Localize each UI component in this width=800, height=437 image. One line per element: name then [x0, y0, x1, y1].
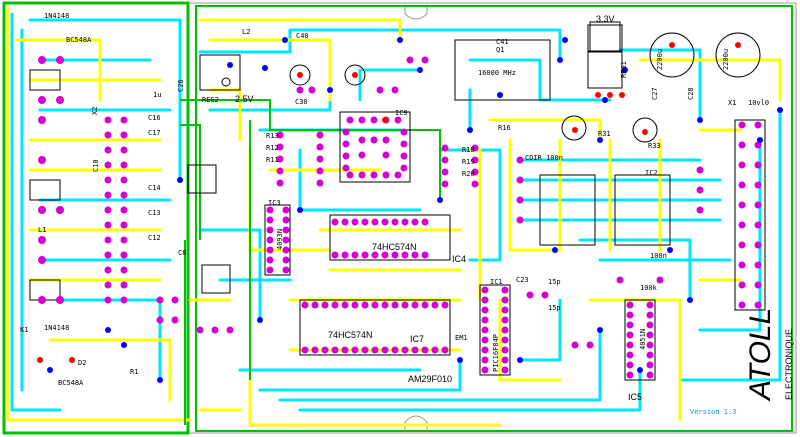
label-74hc574-b: 74HC574N [328, 330, 373, 340]
label-ic5: IC5 [628, 392, 642, 402]
label-10vl0: 10vl0 [748, 99, 769, 107]
label-ic2: IC2 [645, 169, 658, 177]
label-x2: X2 [91, 107, 99, 115]
label-r20: R20 [462, 170, 475, 178]
label-c41: C41 [496, 38, 509, 46]
label-l2: L2 [242, 28, 250, 36]
label-15p-a: 15p [548, 278, 561, 286]
label-c40: C40 [296, 32, 309, 40]
label-r1: R1 [130, 368, 138, 376]
pads-magenta [38, 56, 762, 379]
label-am29f010: AM29F010 [408, 374, 452, 384]
label-c28: C28 [687, 87, 695, 100]
label-em1: EM1 [455, 334, 468, 342]
label-xtal: 16000 MHz [478, 69, 516, 77]
label-k1: K1 [20, 326, 28, 334]
label-ic3: IC3 [268, 199, 281, 207]
label-4051n: 4051N [639, 329, 647, 350]
label-d2: D2 [78, 359, 86, 367]
label-bc548a-1: BC548A [66, 36, 92, 44]
version-label: Version 1.3 [690, 408, 736, 416]
label-ic9: IC9 [395, 109, 408, 117]
label-q1: Q1 [496, 46, 504, 54]
label-c10: C10 [92, 159, 100, 172]
label-c16: C16 [148, 114, 161, 122]
label-bc548a-2: BC548A [58, 379, 84, 387]
label-c30: C30 [295, 98, 308, 106]
label-r11: R11 [266, 156, 279, 164]
label-r16: R16 [498, 124, 511, 132]
silkscreen-labels: 74HC574N 74HC574N AM29F010 PIC16F84P IC4… [20, 12, 769, 402]
label-2200u-b: 2200u [722, 49, 730, 70]
label-r12: R12 [266, 144, 279, 152]
green-outline-traces [180, 99, 441, 425]
label-pic16f84: PIC16F84P [492, 334, 500, 372]
label-reg1: REG1 [620, 61, 628, 78]
label-d3: 1N4148 [44, 324, 69, 332]
label-1u: 1u [153, 91, 161, 99]
label-r18: R18 [462, 146, 475, 154]
label-r31: R31 [598, 130, 611, 138]
top-notch [404, 6, 428, 20]
label-r13: R13 [266, 132, 279, 140]
label-c8: C8 [178, 249, 186, 257]
label-4093n: 4093N [276, 229, 284, 250]
label-c27: C27 [651, 87, 659, 100]
label-r33: R33 [648, 142, 661, 150]
label-2v5: 2.5V [235, 94, 254, 104]
ic-bodies [29, 21, 766, 381]
label-cdir: CDIR 100n [525, 154, 563, 162]
label-r19: R19 [462, 158, 475, 166]
label-3v3: 3.3V [596, 14, 615, 24]
label-ic1: IC1 [490, 278, 503, 286]
electrolytic-caps [289, 32, 761, 143]
brand-logo: ATOLL [744, 308, 777, 402]
main-module-outline [195, 5, 793, 432]
label-ic7: IC7 [410, 334, 424, 344]
label-c17: C17 [148, 129, 161, 137]
vias [47, 37, 783, 383]
label-c12: C12 [148, 234, 161, 242]
label-c14: C14 [148, 184, 161, 192]
regulator-33-tab [587, 24, 623, 52]
label-reg2: REG2 [202, 96, 219, 104]
label-c26: C26 [177, 79, 185, 92]
label-l1: L1 [38, 226, 46, 234]
pads-red [37, 42, 741, 363]
label-74hc574-a: 74HC574N [372, 242, 417, 252]
label-c23: C23 [516, 276, 529, 284]
label-100k: 100k [640, 284, 658, 292]
bottom-notch [404, 415, 428, 431]
label-ic4: IC4 [452, 254, 466, 264]
top-copper-layer [6, 6, 782, 427]
label-2200u-a: 2200u [656, 49, 664, 70]
left-module-outline [2, 1, 190, 435]
regulator-33-body [587, 51, 623, 89]
label-15p-b: 15p [548, 304, 561, 312]
label-d1: 1N4148 [44, 12, 69, 20]
label-100n: 100n [650, 252, 667, 260]
label-c13: C13 [148, 209, 161, 217]
label-x1: X1 [728, 99, 736, 107]
brand-subtitle: ELECTRONIQUE [784, 329, 794, 400]
